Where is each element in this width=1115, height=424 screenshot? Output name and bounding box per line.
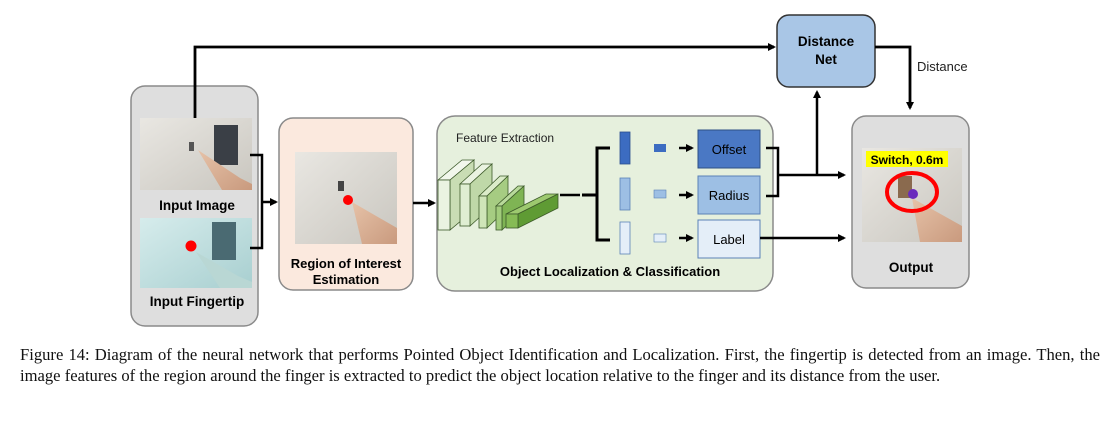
input-panel: Input Image Input Fingertip xyxy=(130,85,259,327)
object-localization-panel: Feature Extraction xyxy=(436,115,774,292)
roi-label-line1: Region of Interest xyxy=(291,256,402,271)
object-localization-label: Object Localization & Classification xyxy=(500,264,720,279)
output-tag: Switch, 0.6m xyxy=(871,153,944,167)
roi-panel: Region of Interest Estimation xyxy=(278,117,414,291)
output-panel: Switch, 0.6m Output xyxy=(851,115,970,289)
network-diagram: Input Image Input Fingertip Region of In… xyxy=(130,14,970,327)
roi-label-line2: Estimation xyxy=(313,272,380,287)
arrow-input-to-distance-net xyxy=(193,43,776,118)
arrow-distance-net-to-output xyxy=(875,45,914,110)
output-tag-bg xyxy=(866,151,948,167)
fingertip-marker xyxy=(185,240,197,252)
radius-label: Radius xyxy=(709,188,750,203)
offset-label: Offset xyxy=(712,142,747,157)
input-image-label: Input Image xyxy=(159,198,235,213)
input-fingertip-photo xyxy=(140,218,252,288)
distance-net-line2: Net xyxy=(815,52,837,67)
output-label: Output xyxy=(889,260,934,275)
roi-fingertip-marker xyxy=(343,195,353,205)
radius-branch: Radius xyxy=(619,175,761,215)
input-image-photo xyxy=(140,118,252,190)
feature-extraction-label: Feature Extraction xyxy=(456,131,554,145)
offset-radius-bracket xyxy=(766,146,780,198)
heads-bracket xyxy=(582,146,610,242)
object-ellipse xyxy=(885,171,939,213)
label-label: Label xyxy=(713,232,745,247)
offset-box xyxy=(697,129,761,169)
input-merge-bracket xyxy=(250,153,278,250)
offset-branch: Offset xyxy=(619,129,761,169)
radius-box xyxy=(697,175,761,215)
cnn-feature-blocks xyxy=(436,159,559,231)
distance-edge-label: Distance xyxy=(917,59,968,74)
input-fingertip-label: Input Fingertip xyxy=(150,294,244,309)
figure-caption: Figure 14: Diagram of the neural network… xyxy=(20,345,1100,385)
roi-photo xyxy=(295,152,397,244)
distance-net-line1: Distance xyxy=(798,34,855,49)
object-center-dot xyxy=(908,189,918,199)
distance-net-box: Distance Net xyxy=(776,14,876,88)
